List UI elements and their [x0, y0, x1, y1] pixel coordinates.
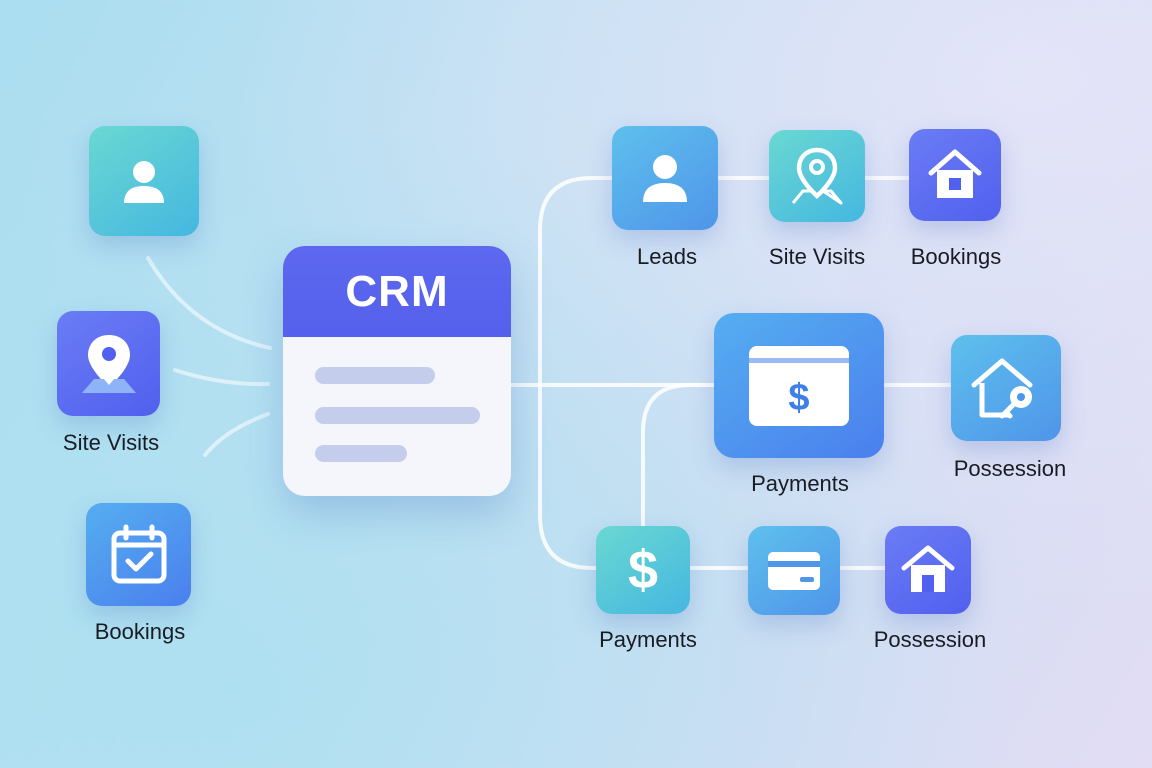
- home-icon: [928, 149, 982, 198]
- crm-placeholder-line-2: [315, 407, 480, 424]
- connector-to-top-row: [538, 176, 920, 387]
- svg-text:$: $: [628, 540, 658, 600]
- connector-left-location: [173, 368, 270, 387]
- user-icon: [124, 161, 164, 203]
- connector-left-calendar: [203, 412, 270, 457]
- payment-card-dollar-icon: $: [749, 345, 849, 426]
- left-site-visits-tile[interactable]: [57, 311, 160, 416]
- crm-header: CRM: [283, 246, 511, 337]
- connector-to-bottom-row: [538, 383, 902, 570]
- left-site-visits-label: Site Visits: [62, 430, 160, 455]
- home-icon: [901, 545, 955, 592]
- calendar-check-icon: [111, 524, 166, 583]
- bottom-payments-label: Payments: [599, 627, 697, 652]
- payments-label: Payments: [751, 471, 849, 496]
- location-pin-icon: [81, 334, 136, 393]
- possession-home-tile[interactable]: [885, 526, 971, 614]
- left-user-tile[interactable]: [89, 126, 199, 236]
- credit-card-tile[interactable]: [748, 526, 840, 615]
- crm-placeholder-line-3: [315, 445, 407, 462]
- site-visits-label: Site Visits: [768, 244, 866, 269]
- crm-card[interactable]: CRM: [283, 246, 511, 496]
- connector-left-user: [146, 256, 272, 350]
- payments-dollar-tile[interactable]: $: [596, 526, 690, 614]
- left-bookings-label: Bookings: [94, 619, 186, 644]
- bottom-possession-label: Possession: [873, 627, 987, 652]
- payments-card-tile[interactable]: $: [714, 313, 884, 458]
- left-bookings-tile[interactable]: [86, 503, 191, 606]
- site-visits-tile[interactable]: [769, 130, 865, 222]
- svg-text:$: $: [788, 377, 809, 419]
- possession-tile[interactable]: [951, 335, 1061, 441]
- leads-tile[interactable]: [612, 126, 718, 230]
- leads-label: Leads: [637, 244, 697, 269]
- crm-placeholder-line-1: [315, 367, 435, 384]
- bookings-label: Bookings: [910, 244, 1002, 269]
- possession-label: Possession: [953, 456, 1067, 481]
- dollar-icon: $: [628, 540, 658, 600]
- bookings-tile[interactable]: [909, 129, 1001, 221]
- credit-card-icon: [768, 551, 820, 590]
- user-icon: [643, 155, 687, 202]
- location-pin-icon: [791, 147, 843, 205]
- home-key-icon: [971, 358, 1033, 419]
- connector-payments-down: [641, 383, 717, 532]
- crm-title: CRM: [345, 266, 449, 316]
